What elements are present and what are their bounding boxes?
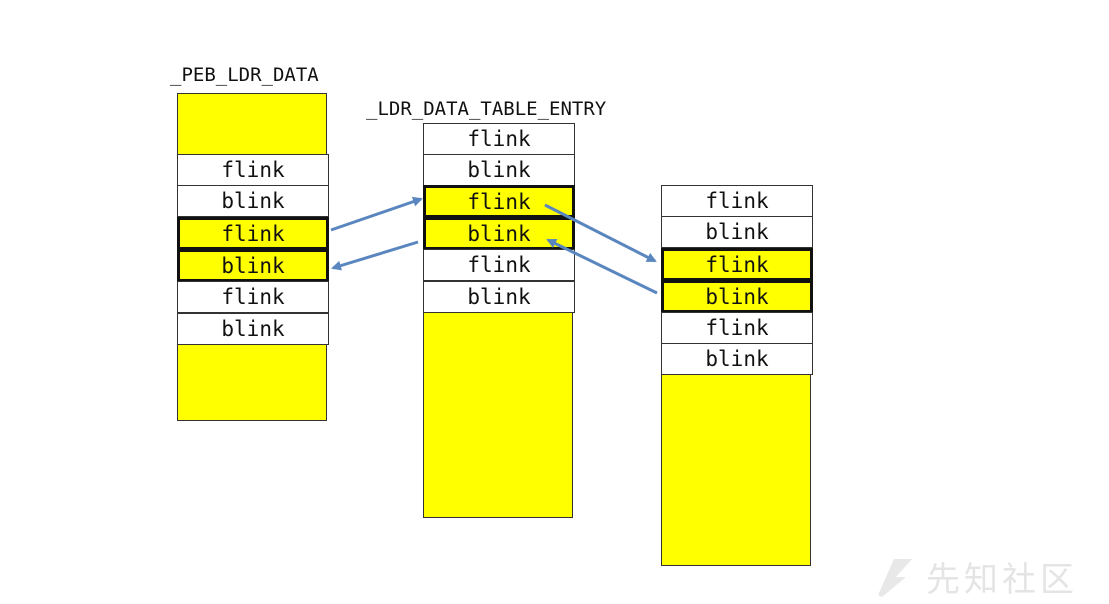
peb-cell-flink-3: flink xyxy=(177,281,329,313)
peb-ldr-data-struct: flink blink flink blink flink blink xyxy=(177,93,329,421)
arrow-entry-blink-to-peb-blink xyxy=(331,240,419,271)
next-cell-blink-3: blink xyxy=(661,343,813,375)
ldr-data-table-entry-struct: flink blink flink blink flink blink xyxy=(423,123,575,518)
arrow-peb-flink-to-entry-flink xyxy=(330,196,423,232)
lightning-logo-icon xyxy=(878,558,912,597)
watermark: 先知社区 xyxy=(872,552,1078,601)
watermark-text: 先知社区 xyxy=(926,560,1078,600)
ldr-cell-flink-1: flink xyxy=(423,123,575,155)
ldr-cell-flink-linked: flink xyxy=(423,185,575,218)
peb-cell-blink-linked: blink xyxy=(177,249,329,282)
ldr-cell-flink-3: flink xyxy=(423,249,575,281)
ldr-data-table-entry-title: _LDR_DATA_TABLE_ENTRY xyxy=(366,98,607,120)
ldr-cell-blink-3: blink xyxy=(423,281,575,313)
arrow-entry-flink-to-next-flink xyxy=(544,203,657,263)
peb-ldr-data-title: _PEB_LDR_DATA xyxy=(170,64,319,86)
peb-cell-blink-1: blink xyxy=(177,185,329,217)
next-cell-blink-1: blink xyxy=(661,216,813,248)
peb-cell-flink-linked: flink xyxy=(177,217,329,250)
next-cell-flink-linked: flink xyxy=(661,248,813,281)
peb-cell-flink-1: flink xyxy=(177,154,329,186)
peb-cell-blink-3: blink xyxy=(177,313,329,345)
next-entry-struct: flink blink flink blink flink blink xyxy=(661,185,813,566)
next-cell-blink-linked: blink xyxy=(661,280,813,313)
arrow-next-blink-to-entry-blink xyxy=(546,238,658,295)
ldr-cell-blink-1: blink xyxy=(423,154,575,186)
